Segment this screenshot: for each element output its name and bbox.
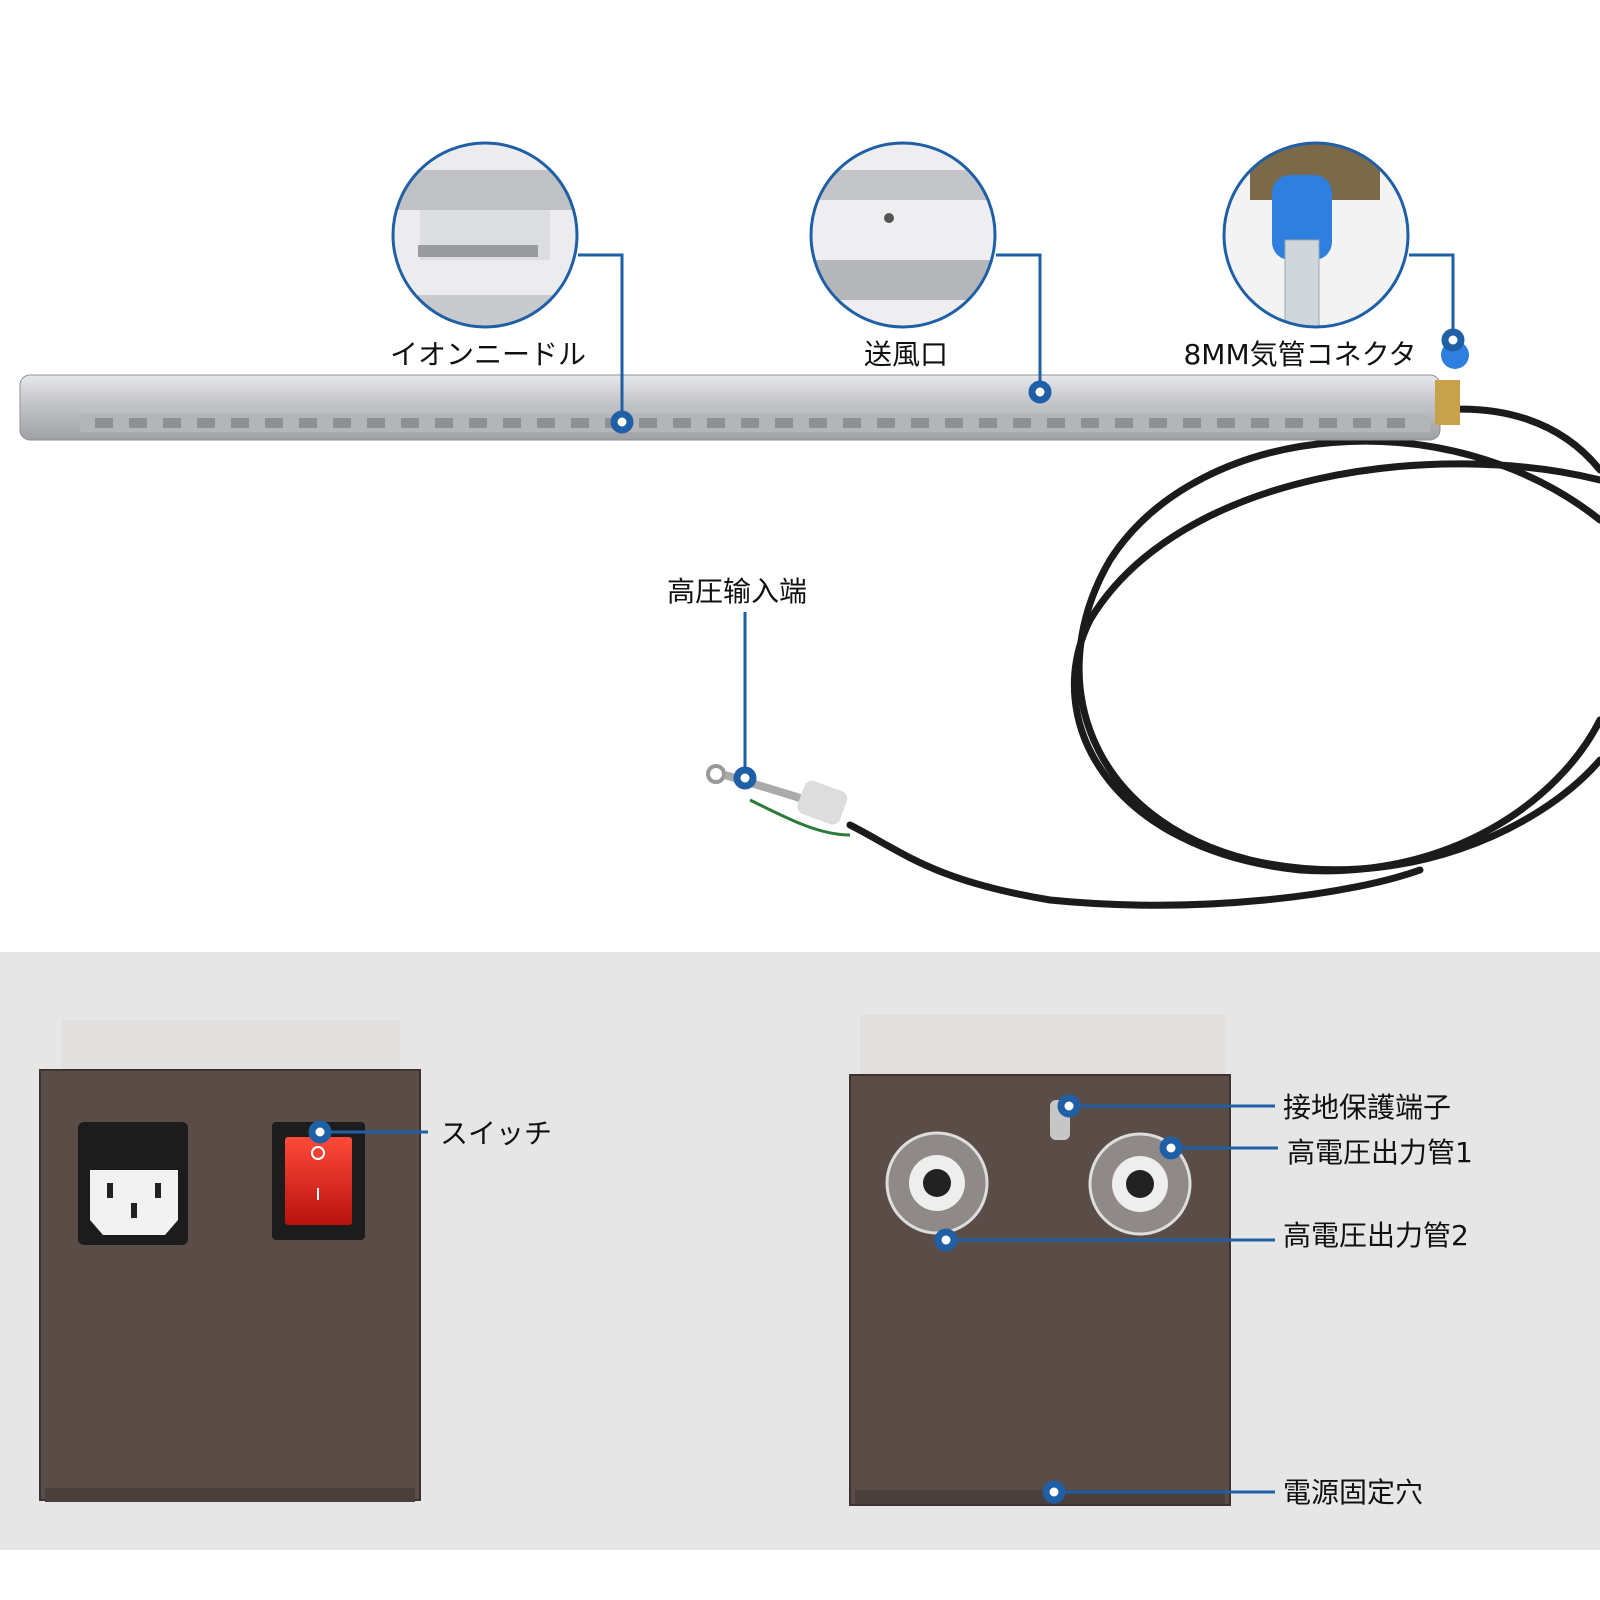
leader-lines bbox=[308, 253, 1465, 1504]
bar-vent bbox=[503, 418, 521, 428]
ion-needle-inset bbox=[391, 141, 579, 329]
hv-output-1 bbox=[1088, 1132, 1192, 1236]
label-air-connector: 8MM気管コネクタ bbox=[1183, 338, 1416, 371]
hv-output-2 bbox=[885, 1131, 989, 1235]
bar-vent bbox=[1149, 418, 1167, 428]
bar-vent bbox=[537, 418, 555, 428]
bar-vent bbox=[435, 418, 453, 428]
bar-vent bbox=[1387, 418, 1405, 428]
bar-vent bbox=[639, 418, 657, 428]
power-unit-back bbox=[39, 1020, 421, 1502]
bar-vent bbox=[945, 418, 963, 428]
bar-vent bbox=[469, 418, 487, 428]
bar-vent bbox=[231, 418, 249, 428]
label-hv-output-1: 高電圧出力管1 bbox=[1287, 1136, 1473, 1169]
bar-vent bbox=[1217, 418, 1235, 428]
bar-vent bbox=[1251, 418, 1269, 428]
bar-vent bbox=[401, 418, 419, 428]
air-connector-inset bbox=[1222, 141, 1410, 329]
power-switch[interactable] bbox=[272, 1122, 365, 1240]
ion-bar bbox=[19, 341, 1469, 441]
bar-vent bbox=[1013, 418, 1031, 428]
bar-vent bbox=[911, 418, 929, 428]
air-outlet-inset bbox=[809, 141, 997, 329]
bar-vent bbox=[1081, 418, 1099, 428]
bar-vent bbox=[775, 418, 793, 428]
bar-vent bbox=[571, 418, 589, 428]
bar-vent bbox=[299, 418, 317, 428]
bar-vent bbox=[979, 418, 997, 428]
label-ion-needle: イオンニードル bbox=[390, 338, 586, 371]
label-ground-terminal: 接地保護端子 bbox=[1283, 1091, 1451, 1124]
bar-vent bbox=[877, 418, 895, 428]
bar-vent bbox=[1183, 418, 1201, 428]
bar-vent bbox=[1353, 418, 1371, 428]
bar-vent bbox=[809, 418, 827, 428]
cable bbox=[846, 405, 1600, 909]
bar-vent bbox=[197, 418, 215, 428]
bar-vent bbox=[1285, 418, 1303, 428]
bar-vent bbox=[333, 418, 351, 428]
bar-vent bbox=[1047, 418, 1065, 428]
bar-vent bbox=[843, 418, 861, 428]
label-switch: スイッチ bbox=[440, 1117, 552, 1150]
bar-vent bbox=[1115, 418, 1133, 428]
bar-vent bbox=[95, 418, 113, 428]
bar-vent bbox=[741, 418, 759, 428]
bar-vent bbox=[367, 418, 385, 428]
bar-vent bbox=[163, 418, 181, 428]
label-mounting-hole: 電源固定穴 bbox=[1283, 1476, 1423, 1509]
bar-vent bbox=[673, 418, 691, 428]
bar-vent bbox=[265, 418, 283, 428]
bar-vent bbox=[1319, 418, 1337, 428]
power-inlet bbox=[78, 1122, 188, 1245]
bar-vent bbox=[129, 418, 147, 428]
label-air-outlet: 送風口 bbox=[864, 338, 948, 371]
hv-input-terminal bbox=[706, 764, 851, 837]
label-hv-output-2: 高電圧出力管2 bbox=[1283, 1219, 1469, 1252]
label-hv-input: 高圧输入端 bbox=[667, 575, 807, 608]
bar-vent bbox=[707, 418, 725, 428]
power-unit-front bbox=[849, 1015, 1231, 1506]
